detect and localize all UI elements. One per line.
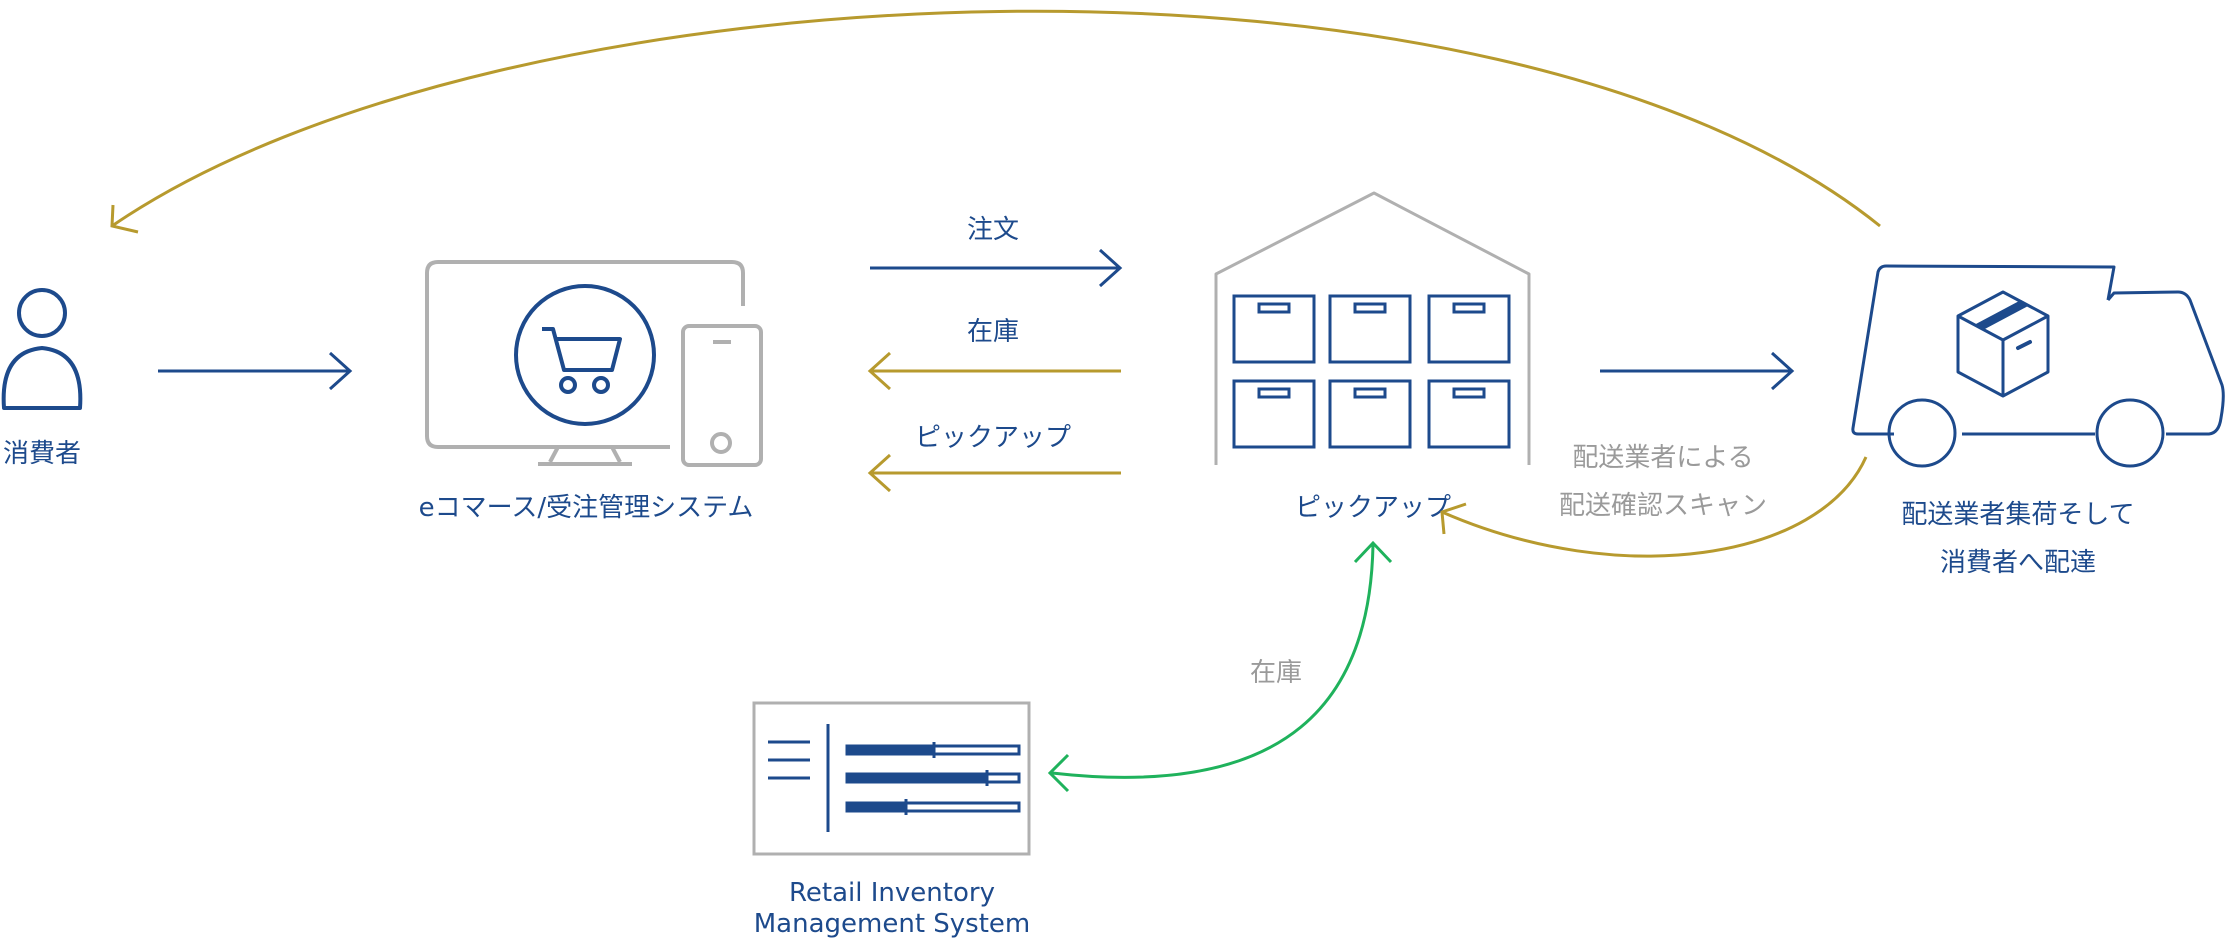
inventory-bars-icon — [752, 701, 1031, 856]
rims-label-line2: Management System — [754, 909, 1031, 939]
rims-label-line1: Retail Inventory — [789, 878, 995, 908]
computer-and-phone-icon — [425, 260, 763, 467]
warehouse-icon — [1214, 191, 1531, 465]
person-icon — [1, 288, 83, 410]
carrier-label-line2: 消費者へ配達 — [1940, 548, 2096, 578]
rims-stock-label: 在庫 — [1250, 658, 1302, 688]
stock-flow-label: 在庫 — [967, 317, 1019, 347]
pickup-arrow — [867, 453, 1121, 493]
delivery-return-arc — [110, 9, 1881, 234]
delivery-truck-icon — [1851, 264, 2225, 468]
scan-confirmation-arc — [1440, 456, 1868, 558]
inventory-sync-arc — [1047, 540, 1393, 793]
ecommerce-label: eコマース/受注管理システム — [419, 493, 754, 523]
package-box-icon — [1956, 290, 2050, 398]
scan-label-line2: 配送確認スキャン — [1559, 491, 1767, 521]
pickup-flow-label: ピックアップ — [915, 423, 1071, 453]
order-arrow — [870, 248, 1123, 288]
consumer-to-ecommerce-arrow — [158, 351, 353, 391]
consumer-label: 消費者 — [3, 439, 81, 469]
warehouse-label: ピックアップ — [1295, 493, 1451, 523]
scan-label-line1: 配送業者による — [1572, 443, 1753, 473]
order-flow-label: 注文 — [967, 215, 1019, 245]
carrier-label-line1: 配送業者集荷そして — [1901, 500, 2134, 530]
warehouse-to-carrier-arrow — [1600, 351, 1795, 391]
shopping-cart-icon — [514, 284, 656, 426]
stock-arrow — [867, 351, 1121, 391]
